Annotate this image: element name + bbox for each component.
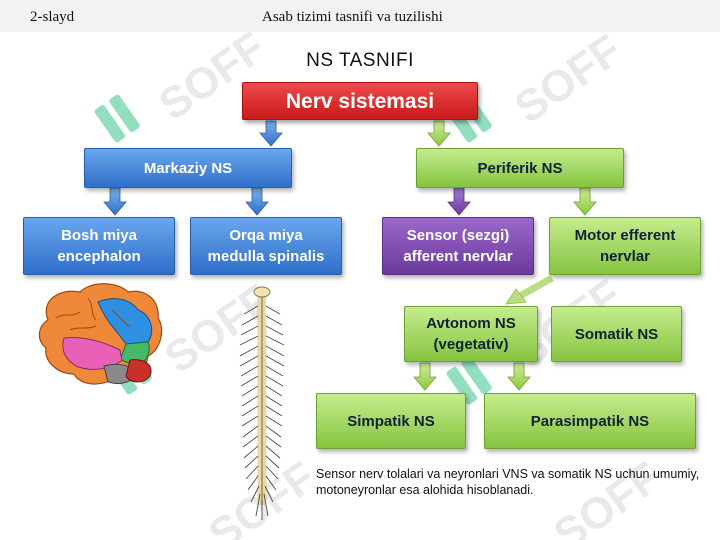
arrow-down-icon bbox=[245, 187, 269, 216]
diagram-title: NS TASNIFI bbox=[306, 50, 414, 71]
node-label: Somatik NS bbox=[574, 325, 659, 343]
brain-icon bbox=[38, 283, 163, 385]
node-nerv-sistemasi: Nerv sistemasi bbox=[242, 82, 478, 120]
node-label: Sensor (sezgi) bbox=[406, 227, 510, 244]
node-somatik-ns: Somatik NS bbox=[551, 306, 682, 362]
arrow-down-icon bbox=[103, 187, 127, 216]
node-orqa-miya: Orqa miya medulla spinalis bbox=[190, 217, 342, 275]
node-label: Avtonom NS bbox=[426, 315, 516, 332]
footnote-text: Sensor nerv tolalari va neyronlari VNS v… bbox=[316, 467, 700, 497]
node-label: (vegetativ) bbox=[433, 336, 509, 353]
arrow-down-icon bbox=[427, 120, 451, 147]
node-sensor-afferent: Sensor (sezgi) afferent nervlar bbox=[382, 217, 534, 275]
node-simpatik-ns: Simpatik NS bbox=[316, 393, 466, 449]
arrow-down-icon bbox=[507, 362, 531, 391]
arrow-down-icon bbox=[573, 187, 597, 216]
node-motor-efferent: Motor efferent nervlar bbox=[549, 217, 701, 275]
arrow-down-icon bbox=[447, 187, 471, 216]
arrow-down-icon bbox=[413, 362, 437, 391]
node-label: Bosh miya bbox=[61, 227, 137, 244]
node-label: Periferik NS bbox=[477, 159, 563, 177]
slide-number: 2-slayd bbox=[30, 9, 75, 25]
arrow-down-icon bbox=[259, 120, 283, 147]
node-label: medulla spinalis bbox=[207, 248, 325, 265]
slide-topic: Asab tizimi tasnifi va tuzilishi bbox=[262, 9, 443, 25]
node-periferik-ns: Periferik NS bbox=[416, 148, 624, 188]
spinal-cord-icon bbox=[239, 286, 285, 520]
node-label: Markaziy NS bbox=[143, 159, 233, 177]
node-label: Parasimpatik NS bbox=[530, 412, 650, 430]
node-label: Simpatik NS bbox=[347, 412, 435, 430]
node-parasimpatik-ns: Parasimpatik NS bbox=[484, 393, 696, 449]
node-avtonom-ns: Avtonom NS (vegetativ) bbox=[404, 306, 538, 362]
node-label: Nerv sistemasi bbox=[285, 89, 435, 113]
node-label: Orqa miya bbox=[229, 227, 303, 244]
arrow-diagonal-icon bbox=[518, 274, 554, 300]
node-label: Motor efferent bbox=[574, 227, 676, 244]
node-label: nervlar bbox=[599, 248, 651, 265]
node-label: afferent nervlar bbox=[403, 248, 513, 265]
arrow-head-icon bbox=[505, 288, 527, 305]
node-markaziy-ns: Markaziy NS bbox=[84, 148, 292, 188]
node-bosh-miya: Bosh miya encephalon bbox=[23, 217, 175, 275]
node-label: encephalon bbox=[57, 248, 141, 265]
slide-header: 2-slayd Asab tizimi tasnifi va tuzilishi bbox=[0, 0, 720, 32]
